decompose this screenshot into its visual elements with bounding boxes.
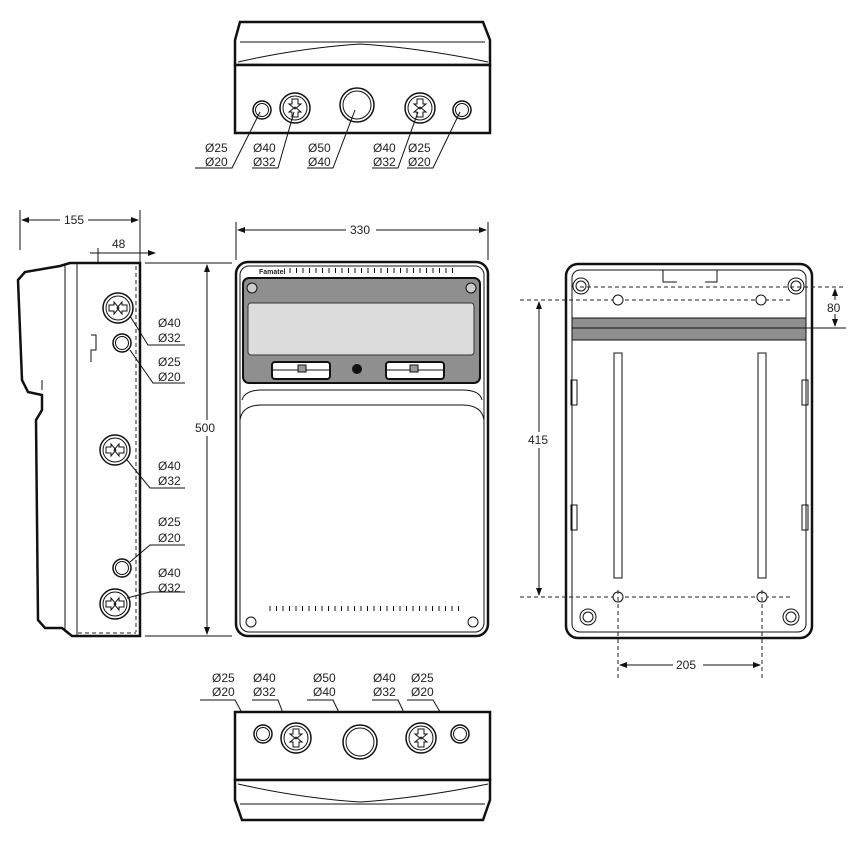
screw-icon bbox=[465, 282, 477, 294]
label-outer: Ø50 bbox=[313, 671, 336, 685]
din-rail bbox=[571, 317, 807, 341]
slot-rail bbox=[613, 352, 623, 579]
screw-icon bbox=[245, 616, 257, 628]
back-view: 205 415 80 bbox=[520, 262, 846, 680]
top-view: Ø25 Ø20 Ø40 Ø32 Ø50 Ø40 Ø40 Ø32 Ø25 Ø20 bbox=[195, 20, 492, 169]
dimension-fixing-vertical: 415 bbox=[528, 433, 548, 447]
knockout-icon bbox=[102, 292, 134, 324]
label-inner: Ø20 bbox=[411, 685, 434, 699]
label-outer: Ø40 bbox=[373, 141, 396, 155]
screw-icon bbox=[467, 616, 479, 628]
label-outer: Ø40 bbox=[373, 671, 396, 685]
label-inner: Ø32 bbox=[158, 331, 181, 345]
dimension-height: 500 bbox=[195, 421, 215, 435]
label-inner: Ø20 bbox=[408, 155, 431, 169]
label-outer: Ø50 bbox=[308, 141, 331, 155]
knockout-icon bbox=[280, 722, 312, 754]
brand-label: Famatel bbox=[259, 269, 286, 276]
front-view: 330 500 Famatel bbox=[145, 222, 490, 638]
bottom-view: Ø25 Ø20 Ø40 Ø32 Ø50 Ø40 Ø40 Ø32 Ø25 Ø20 bbox=[200, 671, 492, 822]
label-outer: Ø40 bbox=[158, 566, 181, 580]
label-outer: Ø25 bbox=[411, 671, 434, 685]
label-inner: Ø40 bbox=[313, 685, 336, 699]
dimension-depth-base: 48 bbox=[112, 237, 126, 251]
label-inner: Ø20 bbox=[158, 531, 181, 545]
knockout-icon bbox=[404, 92, 436, 124]
knockout-icon bbox=[252, 100, 272, 120]
slot-rail bbox=[757, 352, 767, 579]
knockout-icon bbox=[450, 724, 470, 744]
dimension-fixing-horizontal: 205 bbox=[676, 658, 696, 672]
label-inner: Ø20 bbox=[212, 685, 235, 699]
label-outer: Ø25 bbox=[212, 671, 235, 685]
label-outer: Ø40 bbox=[253, 671, 276, 685]
knockout-icon bbox=[99, 588, 131, 620]
label-inner: Ø32 bbox=[158, 474, 181, 488]
label-outer: Ø25 bbox=[205, 141, 228, 155]
label-inner: Ø32 bbox=[373, 685, 396, 699]
dimension-depth-total: 155 bbox=[64, 213, 84, 227]
label-outer: Ø40 bbox=[158, 459, 181, 473]
label-outer: Ø40 bbox=[253, 141, 276, 155]
dimension-width: 330 bbox=[350, 223, 370, 237]
screw-icon bbox=[246, 282, 258, 294]
side-view: 155 48 Ø40 Ø32 Ø25 Ø20 Ø40 Ø32 Ø25 Ø20 Ø… bbox=[16, 210, 185, 638]
label-outer: Ø40 bbox=[158, 316, 181, 330]
label-outer: Ø25 bbox=[408, 141, 431, 155]
knockout-icon bbox=[112, 333, 132, 353]
knockout-icon bbox=[405, 722, 437, 754]
label-inner: Ø20 bbox=[158, 370, 181, 384]
label-inner: Ø32 bbox=[253, 155, 276, 169]
knockout-icon bbox=[253, 724, 273, 744]
tick-marks bbox=[269, 606, 459, 611]
knockout-icon bbox=[279, 92, 311, 124]
knockout-icon bbox=[112, 558, 132, 578]
knockout-icon bbox=[452, 100, 472, 120]
knockout-icon bbox=[342, 724, 378, 760]
label-inner: Ø20 bbox=[205, 155, 228, 169]
dimension-rail-offset: 80 bbox=[827, 301, 841, 315]
knockout-icon bbox=[99, 434, 131, 466]
label-outer: Ø25 bbox=[158, 515, 181, 529]
label-inner: Ø40 bbox=[308, 155, 331, 169]
label-outer: Ø25 bbox=[158, 355, 181, 369]
label-inner: Ø32 bbox=[253, 685, 276, 699]
label-inner: Ø32 bbox=[373, 155, 396, 169]
knockout-icon bbox=[339, 87, 375, 123]
tick-marks bbox=[289, 268, 453, 273]
label-inner: Ø32 bbox=[158, 581, 181, 595]
indicator-icon bbox=[352, 364, 362, 374]
